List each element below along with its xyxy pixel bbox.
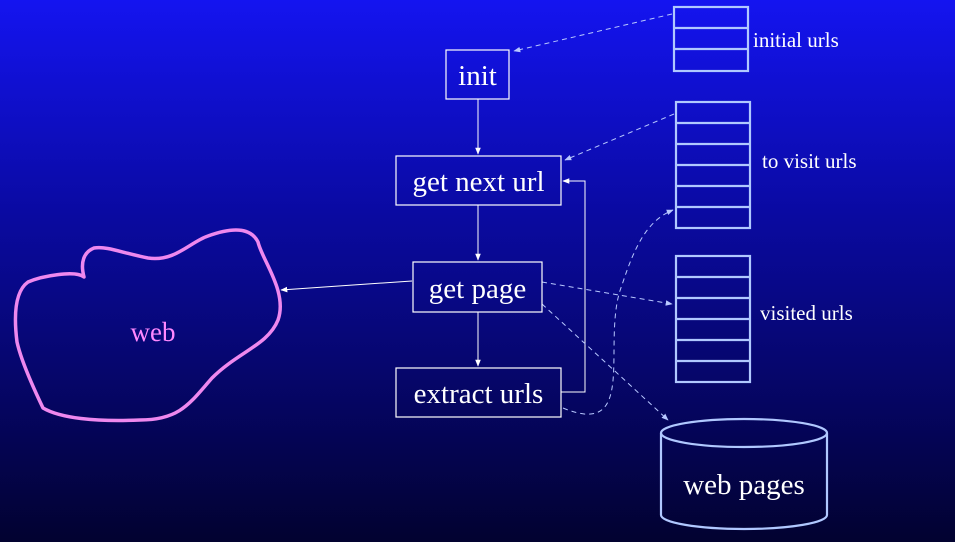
queue-visited-urls-label: visited urls xyxy=(760,301,853,325)
web-cloud-label: web xyxy=(131,317,176,347)
dash-initial-to-init xyxy=(513,13,673,53)
queue-to-visit-urls: to visit urls xyxy=(674,100,857,230)
stage-extract-urls: extract urls xyxy=(395,367,562,418)
queue-initial-urls: initial urls xyxy=(672,5,839,73)
dash-page-to-webpages xyxy=(541,303,669,421)
stage-get-next-url-label: get next url xyxy=(412,166,544,198)
stage-get-next-url: get next url xyxy=(395,155,562,206)
stage-extract-urls-label: extract urls xyxy=(414,378,544,410)
stage-get-page-label: get page xyxy=(429,273,526,305)
web-cloud: web xyxy=(13,228,282,423)
queue-initial-urls-label: initial urls xyxy=(753,28,839,52)
queue-visited-urls: visited urls xyxy=(674,254,853,384)
database-web-pages-label: web pages xyxy=(683,469,805,501)
queue-to-visit-urls-label: to visit urls xyxy=(762,149,857,173)
flow-page-to-web xyxy=(280,280,413,293)
database-web-pages: web pages xyxy=(659,417,829,531)
dash-extract-to-tovisit xyxy=(562,209,674,415)
dash-tovisit-to-next xyxy=(564,113,675,161)
flow-extract-loop xyxy=(561,178,586,393)
stage-init: init xyxy=(445,49,510,100)
stage-init-label: init xyxy=(458,60,497,92)
stage-get-page: get page xyxy=(412,261,543,313)
dash-page-to-visited xyxy=(541,281,673,306)
